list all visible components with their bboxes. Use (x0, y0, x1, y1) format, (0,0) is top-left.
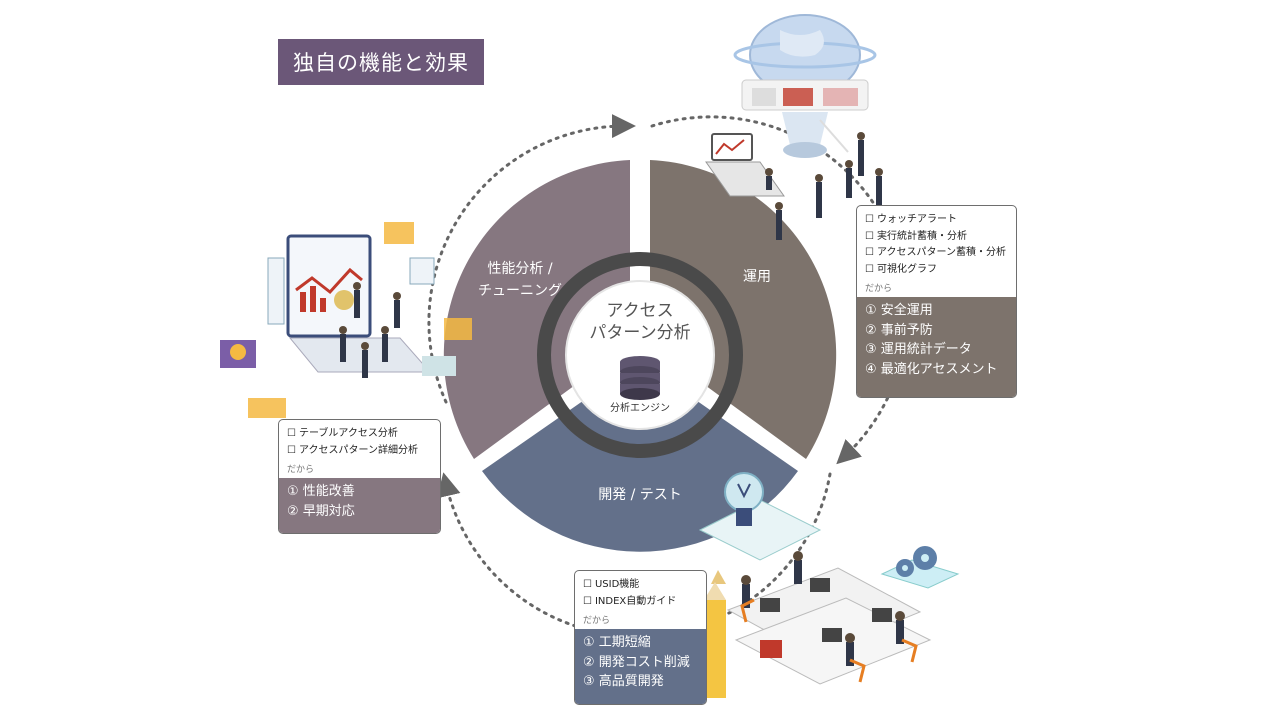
segment-operation (650, 160, 837, 459)
segment-label-line: 性能分析 / (487, 261, 553, 277)
feature-item: アクセスパターン詳細分析 (287, 443, 432, 460)
effect-item: ① 安全運用 (865, 303, 933, 318)
feature-item: 可視化グラフ (865, 262, 1008, 279)
segment-tuning (443, 160, 630, 459)
feature-item: テーブルアクセス分析 (287, 426, 432, 443)
lightbulb-illustration (698, 472, 822, 561)
feature-list: テーブルアクセス分析 アクセスパターン詳細分析 (279, 420, 440, 461)
effect-item: ③ 運用統計データ (865, 342, 972, 357)
arrow-top-left (427, 114, 636, 404)
tuning-feature-box: テーブルアクセス分析 アクセスパターン詳細分析 だから ① 性能改善 ② 早期対… (278, 419, 441, 534)
effect-item: ② 早期対応 (287, 503, 355, 519)
feature-item: ウォッチアラート (865, 212, 1008, 229)
effect-item: ② 事前予防 (865, 322, 933, 338)
feature-item: 実行統計蓄積・分析 (865, 229, 1008, 246)
inner-ring (537, 252, 743, 458)
center-hub (565, 280, 715, 430)
effect-list: ① 工期短縮 ② 開発コスト削減 ③ 高品質開発 (575, 629, 706, 704)
center-title-line: アクセス (606, 301, 674, 321)
feature-list: ウォッチアラート 実行統計蓄積・分析 アクセスパターン蓄積・分析 可視化グラフ (857, 206, 1016, 280)
operation-feature-box: ウォッチアラート 実行統計蓄積・分析 アクセスパターン蓄積・分析 可視化グラフ … (856, 205, 1017, 398)
effect-item: ③ 高品質開発 (583, 674, 664, 689)
tuning-dashboard-illustration (220, 222, 472, 418)
segment-label-operation: 運用 (712, 266, 802, 288)
globe-server-illustration (733, 14, 877, 158)
effect-item: ④ 最適化アセスメント (865, 361, 998, 377)
center-title-line: パターン分析 (589, 323, 691, 343)
segment-label-line: 運用 (743, 269, 771, 285)
feature-item: INDEX自動ガイド (583, 594, 698, 611)
pencil-illustration (704, 570, 726, 698)
feature-item: USID機能 (583, 577, 698, 594)
feature-list: USID機能 INDEX自動ガイド (575, 571, 706, 612)
therefore-label: だから (583, 616, 611, 626)
effect-item: ① 工期短縮 (583, 635, 651, 650)
therefore-label: だから (865, 284, 893, 294)
effect-list: ① 性能改善 ② 早期対応 (279, 478, 440, 533)
segment-label-dev: 開発 / テスト (570, 484, 710, 506)
effect-list: ① 安全運用 ② 事前予防 ③ 運用統計データ ④ 最適化アセスメント (857, 297, 1016, 397)
dev-office-illustration (726, 546, 960, 685)
feature-item: アクセスパターン蓄積・分析 (865, 245, 1008, 262)
effect-item: ② 開発コスト削減 (583, 654, 690, 670)
operations-people-illustration (705, 132, 883, 240)
arrow-bottom (437, 472, 832, 638)
segment-label-tuning: 性能分析 / チューニング (450, 258, 590, 302)
center-title: アクセス パターン分析 (565, 300, 715, 344)
segment-label-line: 開発 / テスト (598, 487, 682, 503)
therefore-label: だから (287, 465, 315, 475)
database-icon (620, 356, 660, 400)
engine-label: 分析エンジン (610, 403, 670, 414)
segment-label-line: チューニング (478, 283, 562, 299)
dev-feature-box: USID機能 INDEX自動ガイド だから ① 工期短縮 ② 開発コスト削減 ③… (574, 570, 707, 705)
wheel (443, 160, 837, 552)
segment-dev (482, 396, 798, 552)
effect-item: ① 性能改善 (287, 484, 355, 499)
page-title: 独自の機能と効果 (278, 39, 484, 85)
